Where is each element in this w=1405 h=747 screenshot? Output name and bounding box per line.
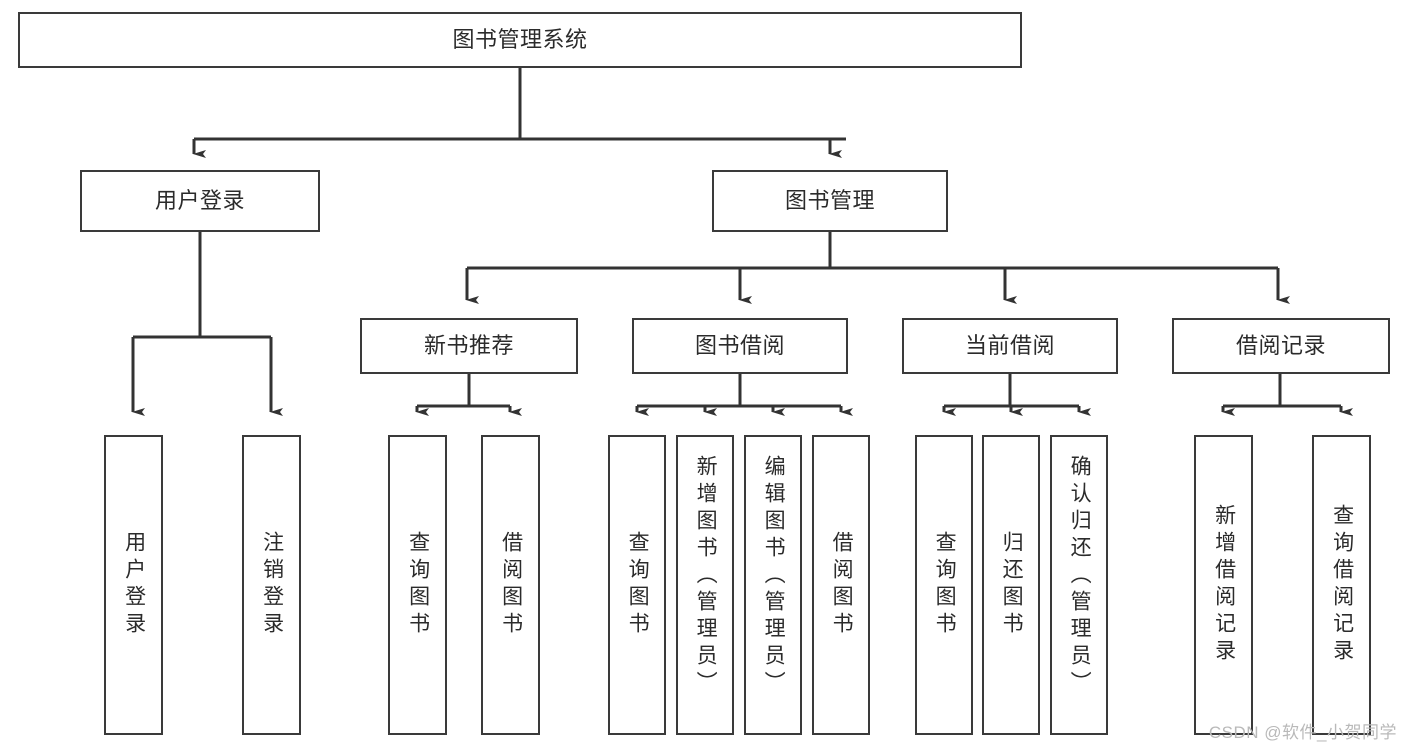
node-leaf-edit-book-admin[interactable]: 编辑图书（管理员）: [744, 435, 802, 735]
node-leaf-add-borrow-record-label: 新增借阅记录: [1212, 504, 1236, 666]
node-leaf-edit-book-admin-label: 编辑图书（管理员）: [762, 455, 786, 698]
node-leaf-query-book-3[interactable]: 查询图书: [915, 435, 973, 735]
node-leaf-query-book-2-label: 查询图书: [626, 531, 650, 639]
watermark: CSDN @软件_小贺同学: [1208, 723, 1397, 742]
node-current-borrow[interactable]: 当前借阅: [902, 318, 1118, 374]
edge-borrow-to-leaves: [635, 374, 853, 416]
node-leaf-borrow-book-1[interactable]: 借阅图书: [481, 435, 540, 735]
node-leaf-logout-label: 注销登录: [260, 531, 284, 639]
node-root-label: 图书管理系统: [452, 27, 588, 53]
node-leaf-add-book-admin[interactable]: 新增图书（管理员）: [676, 435, 734, 735]
node-leaf-query-book-2[interactable]: 查询图书: [608, 435, 666, 735]
node-leaf-borrow-book-2-label: 借阅图书: [830, 531, 854, 639]
edge-current-borrow-to-leaves: [942, 374, 1091, 416]
node-book-management[interactable]: 图书管理: [712, 170, 948, 232]
node-current-borrow-label: 当前借阅: [964, 333, 1055, 359]
edge-records-to-leaves: [1221, 374, 1353, 416]
node-leaf-confirm-return-admin[interactable]: 确认归还（管理员）: [1050, 435, 1108, 735]
node-leaf-borrow-book-1-label: 借阅图书: [499, 531, 523, 639]
node-new-book-recommend[interactable]: 新书推荐: [360, 318, 578, 374]
node-book-management-label: 图书管理: [784, 188, 875, 214]
node-user-login[interactable]: 用户登录: [80, 170, 320, 232]
node-leaf-confirm-return-admin-label: 确认归还（管理员）: [1068, 455, 1092, 698]
node-leaf-return-book[interactable]: 归还图书: [982, 435, 1040, 735]
node-book-borrow-label: 图书借阅: [694, 333, 785, 359]
node-leaf-query-book-1[interactable]: 查询图书: [388, 435, 447, 735]
node-leaf-add-book-admin-label: 新增图书（管理员）: [694, 455, 718, 698]
node-leaf-borrow-book-2[interactable]: 借阅图书: [812, 435, 870, 735]
node-book-borrow[interactable]: 图书借阅: [632, 318, 848, 374]
edge-level2-to-level3: [465, 232, 1290, 304]
edge-new-book-to-leaves: [415, 374, 522, 416]
edge-root-to-level2: [192, 68, 846, 158]
node-leaf-add-borrow-record[interactable]: 新增借阅记录: [1194, 435, 1253, 735]
node-borrow-records-label: 借阅记录: [1235, 333, 1326, 359]
node-borrow-records[interactable]: 借阅记录: [1172, 318, 1390, 374]
node-new-book-recommend-label: 新书推荐: [423, 333, 514, 359]
edge-user-login-to-leaves: [131, 232, 283, 416]
node-leaf-user-login-label: 用户登录: [122, 531, 146, 639]
node-leaf-query-borrow-record-label: 查询借阅记录: [1330, 504, 1354, 666]
node-leaf-logout[interactable]: 注销登录: [242, 435, 301, 735]
node-leaf-query-book-1-label: 查询图书: [406, 531, 430, 639]
node-leaf-user-login[interactable]: 用户登录: [104, 435, 163, 735]
node-user-login-label: 用户登录: [154, 188, 245, 214]
node-leaf-query-book-3-label: 查询图书: [933, 531, 957, 639]
node-root[interactable]: 图书管理系统: [18, 12, 1022, 68]
node-leaf-query-borrow-record[interactable]: 查询借阅记录: [1312, 435, 1371, 735]
node-leaf-return-book-label: 归还图书: [1000, 531, 1024, 639]
